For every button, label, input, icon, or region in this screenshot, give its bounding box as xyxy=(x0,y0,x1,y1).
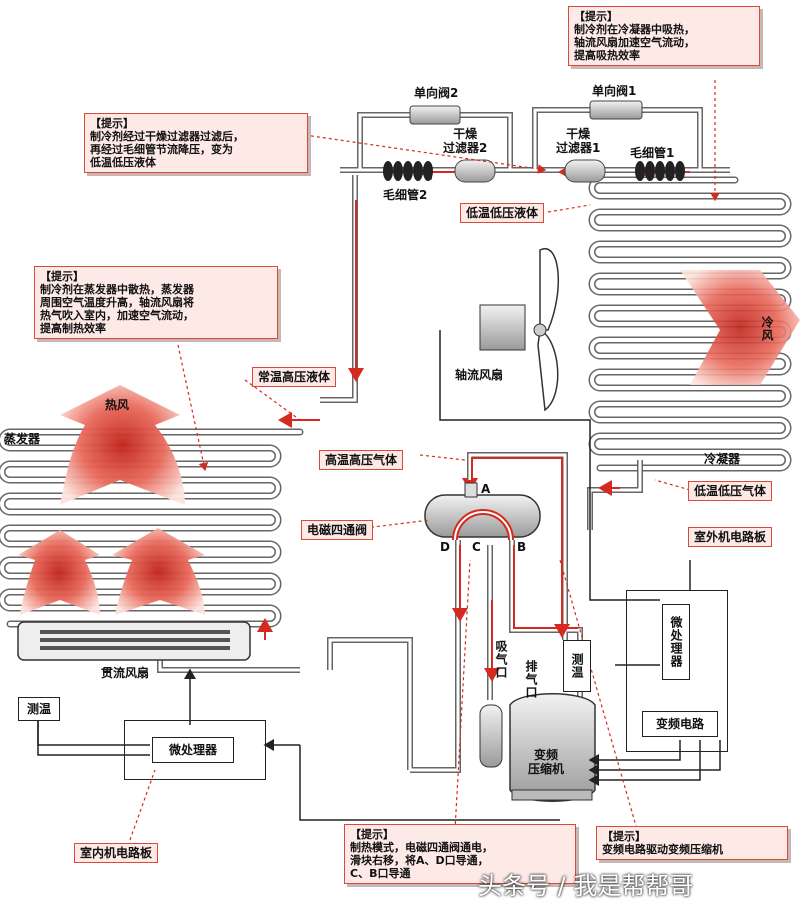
hot-air-arrow-left xyxy=(18,530,100,615)
capillary-1 xyxy=(635,161,685,181)
label-condenser: 冷凝器 xyxy=(704,452,741,466)
label-cool-air: 冷风 xyxy=(760,316,774,342)
check-valve-2 xyxy=(409,105,461,125)
tip-evaporator: 【提示】 制冷剂在蒸发器中散热，蒸发器 周围空气温度升高，轴流风扇将 热气吹入室… xyxy=(34,266,278,339)
tag-indoor-board: 室内机电路板 xyxy=(74,843,159,863)
label-capillary-2: 毛细管2 xyxy=(383,188,428,202)
label-compressor: 变频 压缩机 xyxy=(528,748,565,776)
label-exhaust-port: 排气口 xyxy=(524,660,538,699)
tag-low-temp-gas: 低温低压气体 xyxy=(688,481,773,501)
label-evaporator: 蒸发器 xyxy=(4,432,41,446)
tip-condenser-head: 【提示】 xyxy=(574,10,618,23)
hot-air-arrow-top xyxy=(60,385,185,505)
label-port-b: B xyxy=(517,540,527,554)
four-way-valve xyxy=(424,482,541,541)
label-check-valve-1: 单向阀1 xyxy=(592,84,637,98)
tip-filter-body: 制冷剂经过干燥过滤器过滤后， 再经过毛细管节流降压，变为 低温低压液体 xyxy=(90,130,244,169)
tip-compressor-body: 变频电路驱动变频压缩机 xyxy=(602,843,723,856)
tip-compressor: 【提示】 变频电路驱动变频压缩机 xyxy=(596,826,788,860)
watermark: 头条号 / 我是帮帮哥 xyxy=(478,872,694,900)
tag-normal-temp-liquid: 常温高压液体 xyxy=(252,367,337,387)
capillary-2 xyxy=(383,161,433,181)
tip-valve-head: 【提示】 xyxy=(350,828,394,841)
label-filter-1: 干燥 过滤器1 xyxy=(556,127,601,155)
temp-outdoor-box: 测温 xyxy=(563,640,591,692)
label-suction-port: 吸气口 xyxy=(494,640,508,679)
tip-evaporator-head: 【提示】 xyxy=(40,270,84,283)
label-port-a: A xyxy=(481,482,491,496)
tip-filter: 【提示】 制冷剂经过干燥过滤器过滤后， 再经过毛细管节流降压，变为 低温低压液体 xyxy=(84,113,308,173)
tag-low-temp-liquid: 低温低压液体 xyxy=(460,203,545,223)
tip-compressor-head: 【提示】 xyxy=(602,830,646,843)
tip-evaporator-body: 制冷剂在蒸发器中散热，蒸发器 周围空气温度升高，轴流风扇将 热气吹入室内，加速空… xyxy=(40,283,194,335)
temp-indoor-box: 测温 xyxy=(18,697,60,721)
filter-2 xyxy=(454,159,496,183)
filter-1 xyxy=(564,159,606,183)
micro-outdoor-box: 微处理器 xyxy=(662,604,690,680)
tip-valve-body: 制热模式，电磁四通阀通电， 滑块右移，将A、D口导通， C、B口导通 xyxy=(350,841,493,880)
label-port-c: C xyxy=(472,540,481,554)
tip-condenser: 【提示】 制冷剂在冷凝器中吸热， 轴流风扇加速空气流动， 提高吸热效率 xyxy=(568,6,760,66)
micro-indoor-box: 微处理器 xyxy=(152,737,234,763)
tip-condenser-body: 制冷剂在冷凝器中吸热， 轴流风扇加速空气流动， 提高吸热效率 xyxy=(574,23,695,62)
label-filter-2: 干燥 过滤器2 xyxy=(443,127,488,155)
label-axial-fan: 轴流风扇 xyxy=(455,368,504,382)
check-valve-1 xyxy=(589,100,643,120)
tip-valve: 【提示】 制热模式，电磁四通阀通电， 滑块右移，将A、D口导通， C、B口导通 xyxy=(344,824,576,884)
compressor-icon xyxy=(479,693,596,802)
hot-air-arrow-right xyxy=(112,528,205,615)
label-hot-air: 热风 xyxy=(105,398,130,412)
cold-air-arrow xyxy=(680,270,800,385)
indoor-board-frame xyxy=(124,720,266,780)
label-capillary-1: 毛细管1 xyxy=(630,146,675,160)
condenser-coil xyxy=(588,176,792,472)
tag-four-way-valve: 电磁四通阀 xyxy=(301,520,374,540)
inverter-box: 变频电路 xyxy=(642,711,718,737)
tag-outdoor-board: 室外机电路板 xyxy=(688,527,773,547)
label-check-valve-2: 单向阀2 xyxy=(414,86,459,100)
label-port-d: D xyxy=(440,540,450,554)
cross-flow-fan-icon xyxy=(17,621,251,661)
label-cross-flow-fan: 贯流风扇 xyxy=(101,666,150,680)
outdoor-board-frame xyxy=(626,590,728,752)
tip-filter-head: 【提示】 xyxy=(90,117,134,130)
tag-high-temp-gas: 高温高压气体 xyxy=(319,450,404,470)
axial-fan-icon xyxy=(479,247,559,412)
